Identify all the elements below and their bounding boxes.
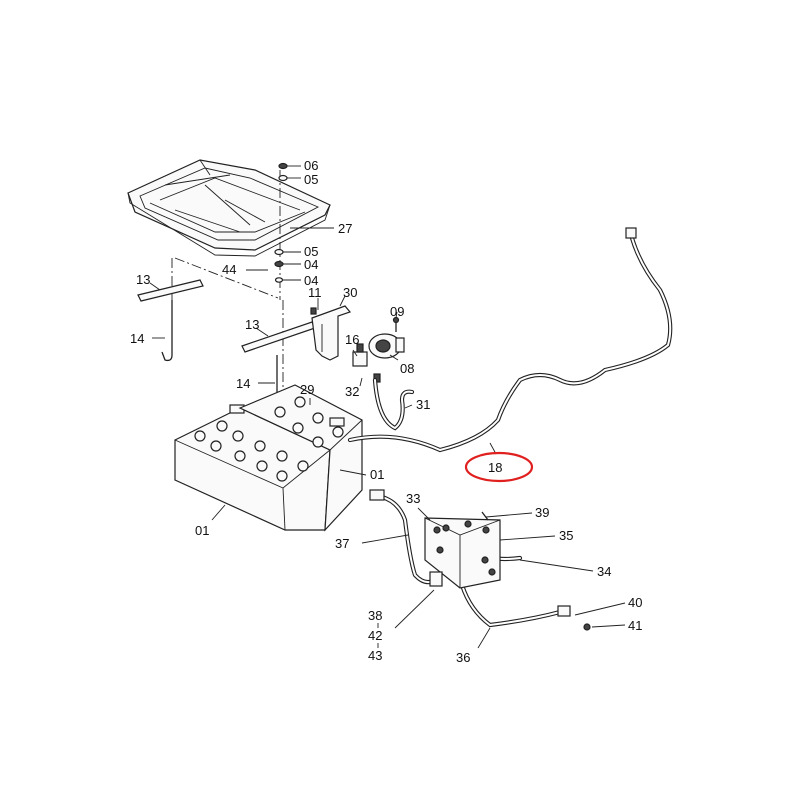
callout-41: 41 xyxy=(628,618,642,633)
callout-44: 44 xyxy=(222,262,236,277)
callout-32: 32 xyxy=(345,384,359,399)
callout-13: 13 xyxy=(245,317,259,332)
callout-42: 42 xyxy=(368,628,382,643)
callout-14: 14 xyxy=(130,331,144,346)
callout-38: 38 xyxy=(368,608,382,623)
callout-27: 27 xyxy=(338,221,352,236)
cable-37 xyxy=(369,489,438,585)
callout-18: 18 xyxy=(488,460,502,475)
cable-36 xyxy=(459,582,563,628)
callout-09: 09 xyxy=(390,304,404,319)
battery-cover xyxy=(127,159,331,257)
battery-right xyxy=(238,384,363,532)
callout-06: 06 xyxy=(304,158,318,173)
callout-05: 05 xyxy=(304,172,318,187)
callout-01: 01 xyxy=(370,467,384,482)
battery-switch xyxy=(368,316,405,359)
callout-36: 36 xyxy=(456,650,470,665)
cable-18 xyxy=(347,227,673,453)
callout-39: 39 xyxy=(535,505,549,520)
callout-08: 08 xyxy=(400,361,414,376)
callout-05: 05 xyxy=(304,244,318,259)
relay-bracket xyxy=(310,305,352,361)
callout-30: 30 xyxy=(343,285,357,300)
callout-11: 11 xyxy=(308,285,322,300)
callout-31: 31 xyxy=(416,397,430,412)
highlight-ring xyxy=(464,451,534,483)
callout-labels: 06 05 27 05 04 04 44 13 14 11 30 09 13 1… xyxy=(130,158,642,665)
cable-31 xyxy=(372,377,415,431)
callout-01: 01 xyxy=(195,523,209,538)
callout-35: 35 xyxy=(559,528,573,543)
fastener-stack xyxy=(274,162,288,283)
callout-34: 34 xyxy=(597,564,611,579)
callout-13: 13 xyxy=(136,272,150,287)
callout-04: 04 xyxy=(304,257,318,272)
callout-33: 33 xyxy=(406,491,420,506)
callout-43: 43 xyxy=(368,648,382,663)
terminal-40-41 xyxy=(557,605,591,631)
junction-box xyxy=(424,511,501,589)
callout-40: 40 xyxy=(628,595,642,610)
callout-04: 04 xyxy=(304,273,318,288)
callout-14: 14 xyxy=(236,376,250,391)
battery-left xyxy=(174,404,331,531)
callout-16: 16 xyxy=(345,332,359,347)
leader-lines xyxy=(149,165,626,649)
callout-29: 29 xyxy=(300,382,314,397)
hold-down-left xyxy=(137,279,204,362)
callout-37: 37 xyxy=(335,536,349,551)
